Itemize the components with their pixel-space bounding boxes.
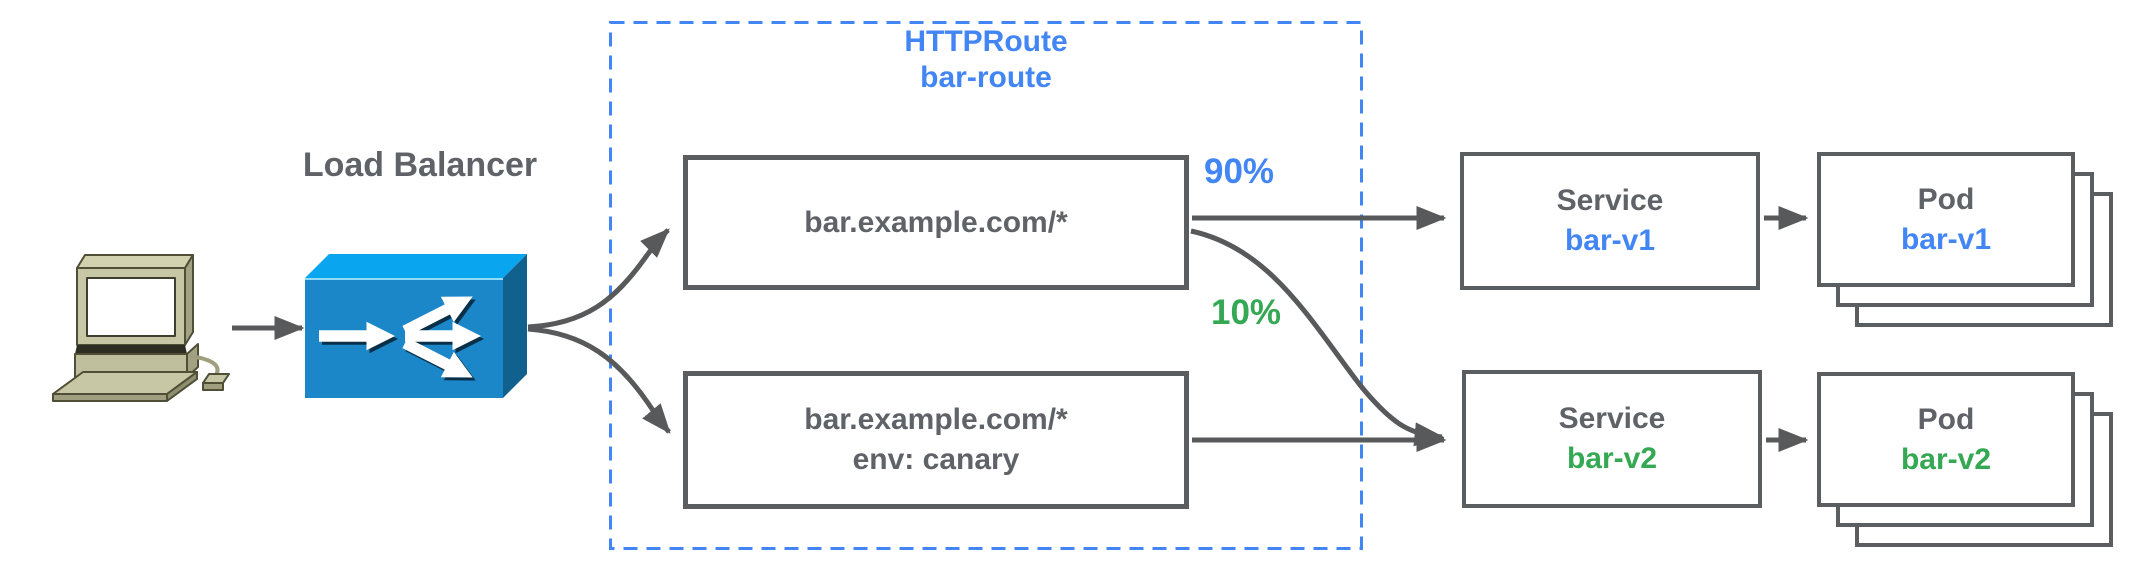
weight-label-90: 90% [1204,152,1275,191]
service-name-label: bar-v1 [1564,224,1656,257]
pod-kind-label: Pod [1917,182,1975,216]
pod-bar-v1-box: Pod bar-v1 [1817,152,2075,287]
pod-bar-v2-box: Pod bar-v2 [1817,372,2075,507]
client-computer-icon [50,253,230,403]
pod-kind-label: Pod [1917,402,1975,436]
route-rule-1-match: bar.example.com/* [804,205,1068,239]
service-kind-label: Service [1558,402,1666,435]
weight-label-10: 10% [1211,293,1282,332]
route-rule-2-header: env: canary [852,443,1020,476]
route-rule-2-box: bar.example.com/* env: canary [683,371,1189,509]
arrow-lb-to-rule1 [527,228,670,330]
lb-side-face [503,254,527,398]
flow-arrows [232,205,1809,452]
httproute-name-label: bar-route [920,61,1052,94]
service-kind-label: Service [1556,184,1664,217]
pod-bar-v1-stack: Pod bar-v1 [1817,152,2113,327]
httproute-title: HTTPRoute bar-route [610,24,1362,96]
route-rule-1-box: bar.example.com/* [683,155,1189,290]
pod-bar-v2-stack: Pod bar-v2 [1817,372,2113,547]
httproute-kind-label: HTTPRoute [904,25,1068,58]
load-balancer-icon [303,246,529,400]
lb-top-face [305,254,527,278]
service-bar-v1-box: Service bar-v1 [1460,152,1760,290]
arrow-rule1-to-service-v2 [1190,228,1445,447]
pod-name-label: bar-v2 [1900,442,1992,476]
route-rule-2-match: bar.example.com/* [804,403,1068,436]
load-balancer-label: Load Balancer [302,146,538,184]
service-name-label: bar-v2 [1566,442,1658,475]
service-bar-v2-box: Service bar-v2 [1462,370,1762,508]
pod-name-label: bar-v1 [1900,222,1992,256]
httproute-dashed-border [609,21,1363,550]
arrow-lb-to-rule2 [527,326,671,434]
